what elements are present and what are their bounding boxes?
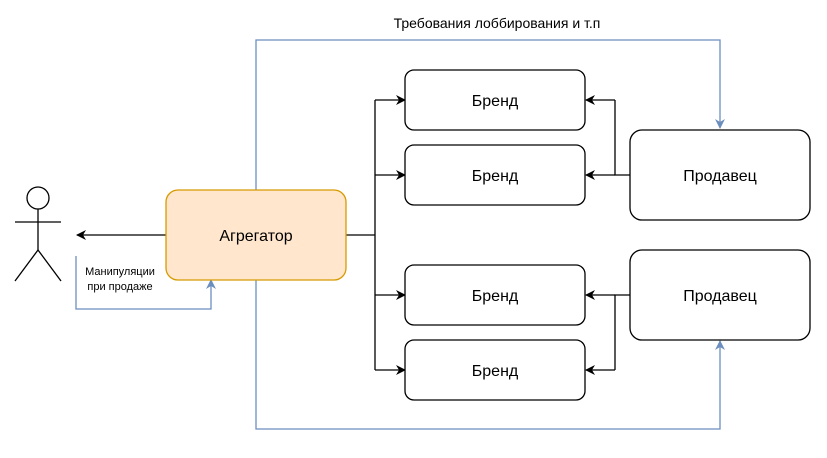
- manipulation-edge: [75, 256, 216, 310]
- lobbying-edge-top: [255, 39, 725, 190]
- aggregator-label: Агрегатор: [219, 228, 292, 245]
- seller2-to-brands-trunk: [614, 294, 630, 370]
- seller-label: Продавец: [683, 168, 757, 185]
- manipulation-label-line1: Манипуляции: [85, 266, 155, 278]
- brand-node[interactable]: Бренд: [404, 69, 586, 131]
- brand-node[interactable]: Бренд: [404, 264, 586, 326]
- brand-label: Бренд: [472, 93, 519, 110]
- brand-label: Бренд: [472, 363, 519, 380]
- aggregator-to-brands-trunk: [346, 100, 376, 370]
- manipulation-label-line2: при продаже: [87, 281, 152, 293]
- brand-label: Бренд: [472, 288, 519, 305]
- brand-label: Бренд: [472, 168, 519, 185]
- brand-node[interactable]: Бренд: [404, 144, 586, 206]
- customer-actor-icon: [14, 186, 62, 282]
- lobbying-edge-label: Требования лоббирования и т.п: [394, 15, 601, 31]
- seller-label: Продавец: [683, 288, 757, 305]
- seller-node[interactable]: Продавец: [629, 249, 811, 341]
- seller-node[interactable]: Продавец: [629, 129, 811, 221]
- brand-node[interactable]: Бренд: [404, 339, 586, 401]
- seller1-to-brands-trunk: [614, 100, 630, 176]
- lobbying-edge-bottom: [255, 280, 725, 430]
- aggregator-node[interactable]: Агрегатор: [165, 189, 347, 281]
